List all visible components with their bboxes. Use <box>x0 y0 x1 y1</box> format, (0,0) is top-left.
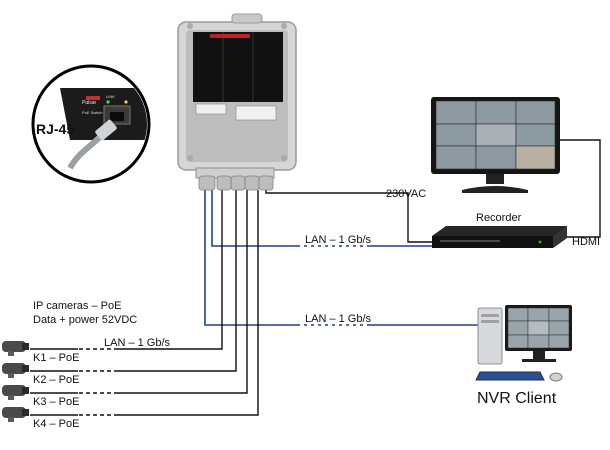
recorder-icon <box>432 226 567 248</box>
lan-label-client: LAN – 1 Gb/s <box>305 313 372 325</box>
switch-brand-text: Pulsar <box>82 100 97 106</box>
camera-label-k1: K1 – PoE <box>33 352 79 364</box>
hdmi-label: HDMI <box>572 236 600 248</box>
camera-icon <box>2 407 29 422</box>
camera-icon <box>2 341 29 356</box>
camera-icon <box>2 385 29 400</box>
camera-cables <box>30 190 259 416</box>
camera-label-k4: K4 – PoE <box>33 418 79 430</box>
camera-icon <box>2 363 29 378</box>
magnifier-circle-icon <box>31 64 151 184</box>
switch-text: PoE Switch <box>82 110 102 115</box>
lan-label-recorder: LAN – 1 Gb/s <box>305 234 372 246</box>
power-cable <box>265 190 432 243</box>
enclosure-icon <box>177 13 297 191</box>
rj45-label: RJ-45 <box>36 121 74 137</box>
recorder-label: Recorder <box>476 212 522 224</box>
hdmi-cable <box>555 139 601 238</box>
monitor-icon <box>431 97 560 193</box>
camera-label-k2: K2 – PoE <box>33 374 79 386</box>
workstation-icon <box>475 305 572 382</box>
lan-label-cameras: LAN – 1 Gb/s <box>104 337 171 349</box>
camera-label-k3: K3 – PoE <box>33 396 79 408</box>
switch-port-label: LINK <box>106 94 115 99</box>
nvr-client-label: NVR Client <box>477 390 557 407</box>
cameras-subtitle: Data + power 52VDC <box>33 314 137 326</box>
cameras-title: IP cameras – PoE <box>33 300 121 312</box>
lan-cable-client <box>204 190 478 326</box>
camera-group <box>2 341 29 422</box>
vac-label: 230VAC <box>386 188 426 200</box>
